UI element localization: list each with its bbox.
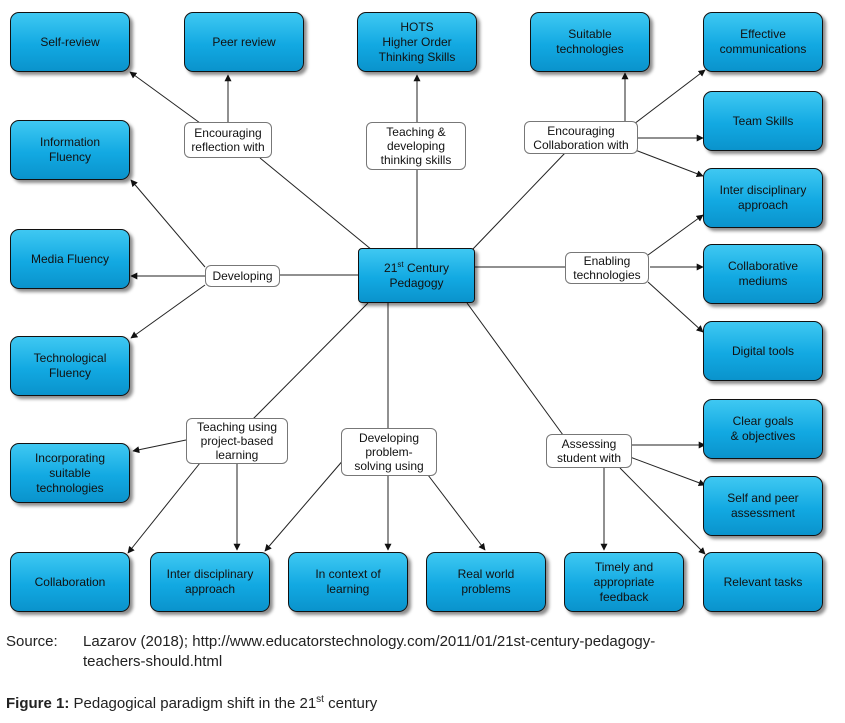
arrow-self-peer xyxy=(629,456,706,487)
node-incorporating-suitable-technologies: Incorporating suitable technologies xyxy=(10,443,130,503)
arrow-collaboration xyxy=(127,462,201,554)
hub-line-2: Pedagogy xyxy=(389,275,444,290)
arrow-incorporating xyxy=(132,439,187,454)
node-hots: HOTS Higher Order Thinking Skills xyxy=(357,12,477,72)
node-team-skills: Team Skills xyxy=(703,91,823,151)
node-media-fluency: Media Fluency xyxy=(10,229,130,289)
source-line-1: Lazarov (2018); http://www.educatorstech… xyxy=(83,633,656,650)
figure-caption: Figure 1: Pedagogical paradigm shift in … xyxy=(6,694,377,714)
connector-lines xyxy=(127,69,706,555)
arrow-relevant-tasks xyxy=(619,467,706,555)
arrow-inter-disc-right xyxy=(629,147,704,178)
edge-hub-collab xyxy=(471,152,566,251)
label-developing: Developing xyxy=(205,265,280,287)
arrow-effective-comm xyxy=(629,69,706,128)
node-digital-tools: Digital tools xyxy=(703,321,823,381)
node-timely-feedback: Timely and appropriate feedback xyxy=(564,552,684,612)
node-collaboration: Collaboration xyxy=(10,552,130,612)
label-problem-solving: Developing problem- solving using xyxy=(341,428,437,476)
edge-hub-assessing xyxy=(466,302,564,436)
node-relevant-tasks: Relevant tasks xyxy=(703,552,823,612)
node-collaborative-mediums: Collaborative mediums xyxy=(703,244,823,304)
central-hub-21st-century-pedagogy: 21st Century Pedagogy xyxy=(358,248,475,303)
node-technological-fluency: Technological Fluency xyxy=(10,336,130,396)
caption-label: Figure 1: xyxy=(6,695,70,712)
arrow-real-world xyxy=(427,474,486,551)
arrow-tech-fluency xyxy=(130,284,206,339)
source-prefix: Source: xyxy=(6,633,58,650)
node-in-context-of-learning: In context of learning xyxy=(288,552,408,612)
label-assessing-student: Assessing student with xyxy=(546,434,632,468)
node-suitable-technologies: Suitable technologies xyxy=(530,12,650,72)
node-effective-communications: Effective communications xyxy=(703,12,823,72)
source-line-2: teachers-should.html xyxy=(83,653,223,670)
arrow-self-review xyxy=(129,71,201,124)
label-encouraging-collaboration: Encouraging Collaboration with xyxy=(524,121,638,154)
arrow-enabling-inter-disc xyxy=(647,214,704,256)
node-inter-disciplinary-right: Inter disciplinary approach xyxy=(703,168,823,228)
node-self-review: Self-review xyxy=(10,12,130,72)
edge-hub-reflection xyxy=(259,157,373,251)
caption-text-b: century xyxy=(323,695,378,712)
hub-line-1: 21st Century xyxy=(384,259,449,275)
label-enabling-technologies: Enabling technologies xyxy=(565,252,649,284)
arrow-info-fluency xyxy=(130,179,206,268)
label-encouraging-reflection: Encouraging reflection with xyxy=(184,122,272,158)
edge-hub-project xyxy=(251,302,369,421)
pedagogy-mind-map: 21st Century Pedagogy Self-review Peer r… xyxy=(10,12,823,612)
caption-sup: st xyxy=(316,694,324,705)
arrow-digital-tools xyxy=(647,281,704,333)
node-information-fluency: Information Fluency xyxy=(10,120,130,180)
node-real-world-problems: Real world problems xyxy=(426,552,546,612)
label-teaching-thinking-skills: Teaching & developing thinking skills xyxy=(366,122,466,170)
node-peer-review: Peer review xyxy=(184,12,304,72)
node-clear-goals: Clear goals & objectives xyxy=(703,399,823,459)
node-self-peer-assessment: Self and peer assessment xyxy=(703,476,823,536)
arrow-inter-disc-bottom xyxy=(264,457,346,552)
label-project-based-learning: Teaching using project-based learning xyxy=(186,418,288,464)
node-inter-disciplinary-bottom: Inter disciplinary approach xyxy=(150,552,270,612)
caption-text-a: Pedagogical paradigm shift in the 21 xyxy=(69,695,317,712)
source-citation: Source: Lazarov (2018); http://www.educat… xyxy=(6,632,655,672)
